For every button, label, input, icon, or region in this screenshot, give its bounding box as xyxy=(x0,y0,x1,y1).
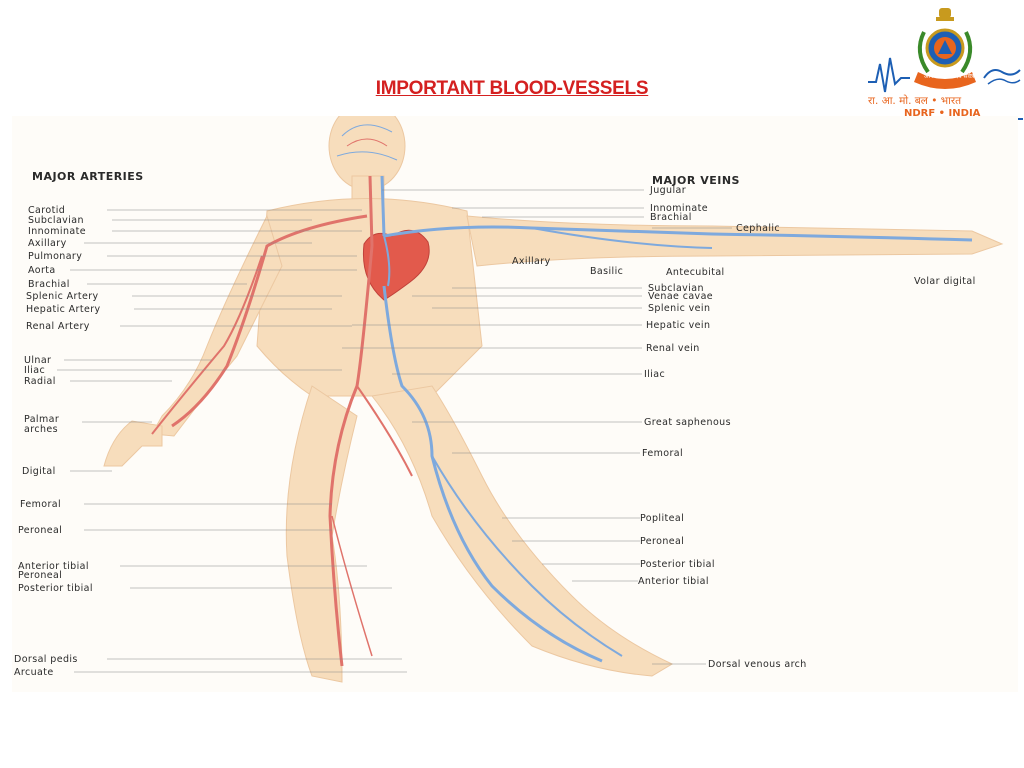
artery-label: Posterior tibial xyxy=(18,583,93,594)
artery-label: arches xyxy=(24,424,58,435)
artery-label: Pulmonary xyxy=(28,251,83,262)
vein-label: Splenic vein xyxy=(648,303,711,314)
vein-label: Renal vein xyxy=(646,343,700,354)
vein-label: Venae cavae xyxy=(648,291,714,302)
vein-label: Dorsal venous arch xyxy=(708,659,807,670)
artery-label: Peroneal xyxy=(18,570,63,581)
artery-label: Renal Artery xyxy=(26,321,90,332)
logo-underline xyxy=(1015,118,1023,120)
artery-label: Brachial xyxy=(28,279,70,290)
vein-label: Peroneal xyxy=(640,536,685,547)
vein-label: Jugular xyxy=(650,185,687,196)
vein-label: Axillary xyxy=(512,256,551,267)
vein-label: Subclavian xyxy=(648,283,704,294)
artery-label: Innominate xyxy=(28,226,86,237)
vein-label: Posterior tibial xyxy=(640,559,715,570)
vein-label: Great saphenous xyxy=(644,417,731,428)
vein-label: Basilic xyxy=(590,266,624,277)
artery-label: Femoral xyxy=(20,499,62,510)
emblem-motto: आपदा सेवा सदैव सर्वत्र xyxy=(924,73,975,80)
artery-label: Iliac xyxy=(24,365,46,376)
artery-vessels xyxy=(151,175,413,667)
vein-label: Femoral xyxy=(642,448,684,459)
artery-label: Subclavian xyxy=(28,215,84,226)
artery-label: Hepatic Artery xyxy=(26,304,101,315)
artery-label: Dorsal pedis xyxy=(14,654,78,665)
slide-title: IMPORTANT BLOOD-VESSELS xyxy=(375,78,649,99)
artery-leader-lines xyxy=(57,209,407,673)
vein-label: Antecubital xyxy=(666,267,725,278)
artery-label: Ulnar xyxy=(24,355,52,366)
vein-label: Anterior tibial xyxy=(638,576,709,587)
artery-label: Digital xyxy=(22,466,56,477)
vein-label: Cephalic xyxy=(736,223,781,234)
vein-label: Popliteal xyxy=(640,513,685,524)
vein-vessels xyxy=(380,175,973,663)
artery-label: Carotid xyxy=(28,205,66,216)
english-text: NDRF • INDIA xyxy=(904,108,981,119)
artery-label: Aorta xyxy=(28,265,56,276)
vein-label: Iliac xyxy=(644,369,666,380)
artery-label: Peroneal xyxy=(18,525,63,536)
vein-label: Volar digital xyxy=(914,276,976,287)
artery-label: Palmar xyxy=(24,414,60,425)
vein-label: Hepatic vein xyxy=(646,320,711,331)
head-vessels xyxy=(336,124,398,161)
artery-label: Radial xyxy=(24,376,56,387)
hindi-text: रा. आ. मो. बल • भारत xyxy=(868,95,962,107)
vein-label: Brachial xyxy=(650,212,692,223)
body-silhouette xyxy=(103,116,1004,683)
veins-header: MAJOR VEINS xyxy=(652,174,740,187)
artery-label: Splenic Artery xyxy=(26,291,99,302)
ndrf-logo: आपदा सेवा सदैव सर्वत्र रा. आ. मो. बल • भ… xyxy=(866,4,1024,122)
body-diagram xyxy=(57,116,1004,683)
ndrf-emblem-icon xyxy=(868,8,1021,93)
artery-label: Arcuate xyxy=(14,667,54,678)
circulatory-system-figure: MAJOR ARTERIES MAJOR VEINS Carotid Subcl… xyxy=(12,116,1018,692)
vein-label: Innominate xyxy=(650,203,708,214)
artery-label: Anterior tibial xyxy=(18,561,89,572)
arteries-header: MAJOR ARTERIES xyxy=(32,170,144,183)
vein-leader-lines xyxy=(342,189,732,665)
artery-label: Axillary xyxy=(28,238,67,249)
